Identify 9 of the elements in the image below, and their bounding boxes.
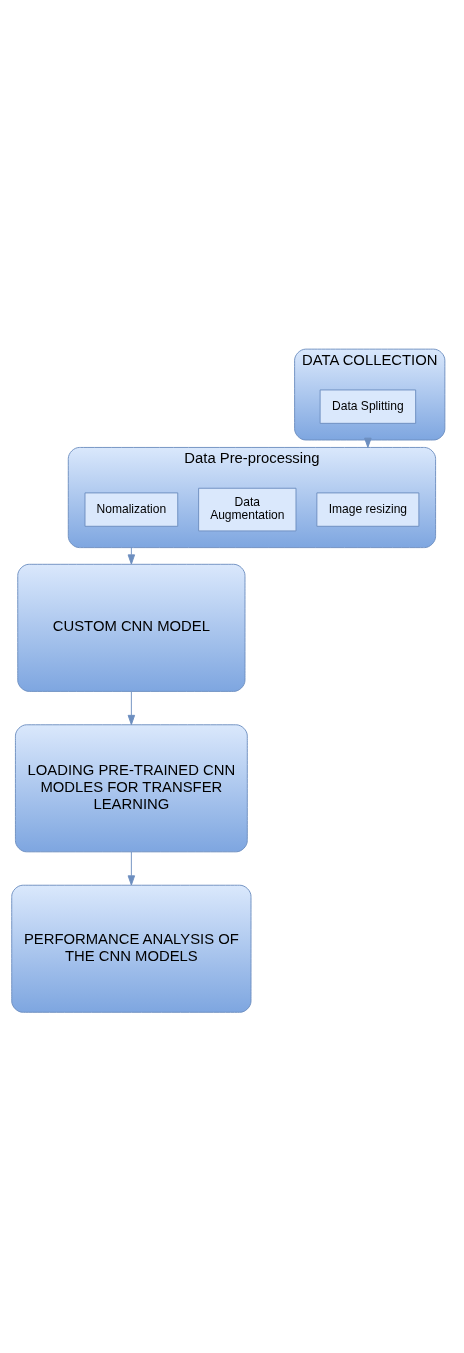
node-box: PERFORMANCE ANALYSIS OF THE CNN MODELS bbox=[11, 884, 252, 1013]
node-box: Nomalization bbox=[84, 491, 179, 527]
node-box: Data Augmentation bbox=[198, 487, 297, 531]
arrow bbox=[127, 850, 136, 886]
node-box: Data Splitting bbox=[319, 388, 417, 424]
node-box: CUSTOM CNN MODEL bbox=[17, 563, 246, 692]
arrow bbox=[127, 690, 136, 725]
node-box: LOADING PRE-TRAINED CNN MODLES FOR TRANSFER LEARNING bbox=[14, 723, 248, 852]
node-box: Image resizing bbox=[316, 491, 420, 527]
